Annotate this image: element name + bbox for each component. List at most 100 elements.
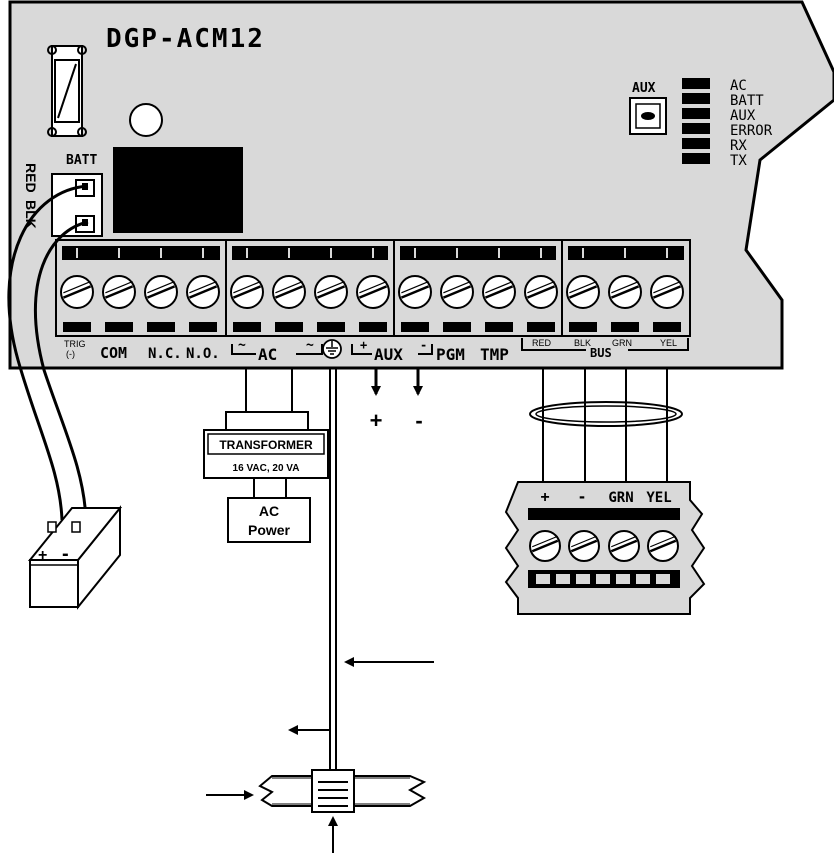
bus-conn-plus: + <box>540 489 549 506</box>
battery-minus: - <box>62 543 69 565</box>
ac-power-line2: Power <box>248 522 291 538</box>
bus-conn-grn: GRN <box>608 490 633 506</box>
battery-wire-black <box>34 220 89 521</box>
terminal-screw <box>144 275 178 309</box>
led-error <box>682 123 710 134</box>
led-rx <box>682 138 710 149</box>
bus-conn-slot <box>636 574 650 584</box>
term-bus-label: BUS <box>590 346 612 360</box>
terminal-screw <box>60 275 94 309</box>
term-aux-label: AUX <box>374 345 403 364</box>
term-pgm-label: PGM <box>436 345 465 364</box>
ac-power-line1: AC <box>259 503 279 519</box>
bus-conn-slot <box>656 574 670 584</box>
term-aux-minus: - <box>420 338 427 352</box>
led-label-batt: BATT <box>730 93 764 109</box>
terminal-screw <box>398 275 432 309</box>
terminal-screw <box>566 275 600 309</box>
ac-bracket <box>231 344 323 355</box>
terminal-slot <box>485 322 513 332</box>
ac-power-box <box>227 497 311 543</box>
bus-conn-slot <box>596 574 610 584</box>
water-pipe <box>258 769 427 813</box>
bus-conn-screw <box>647 530 679 562</box>
mounting-hole <box>129 103 163 137</box>
battery-wire-red <box>7 184 89 521</box>
aux-button[interactable] <box>629 97 667 135</box>
bus-conn-slot <box>536 574 550 584</box>
battery-plus: + <box>38 547 47 564</box>
ic-chip <box>113 147 243 233</box>
terminal-screw <box>356 275 390 309</box>
term-red-label: RED <box>532 338 552 348</box>
status-leds <box>682 78 710 164</box>
terminal-slot <box>569 322 597 332</box>
bus-conn-slot <box>616 574 630 584</box>
terminal-slot <box>443 322 471 332</box>
ground-icon <box>322 339 342 359</box>
bus-connector-screws <box>528 508 680 588</box>
terminal-block <box>561 239 691 337</box>
led-ac <box>682 78 710 89</box>
term-tmp-label: TMP <box>480 345 509 364</box>
term-nc-label: N.C. <box>148 346 182 362</box>
terminal-screw <box>650 275 684 309</box>
terminal-block <box>55 239 227 337</box>
terminal-slot <box>359 322 387 332</box>
bus-conn-screw <box>529 530 561 562</box>
terminal-screw <box>524 275 558 309</box>
term-trig-sub: (-) <box>66 349 75 359</box>
terminal-screw <box>440 275 474 309</box>
terminal-slot <box>611 322 639 332</box>
terminal-screw <box>608 275 642 309</box>
aux-button-label: AUX <box>632 81 656 96</box>
terminal-blocks <box>55 239 691 337</box>
terminal-slot <box>63 322 91 332</box>
led-label-error: ERROR <box>730 123 773 139</box>
bus-conn-screw <box>608 530 640 562</box>
terminal-screw <box>102 275 136 309</box>
term-no-label: N.O. <box>186 346 220 362</box>
bus-bracket <box>521 338 689 351</box>
term-blk-label: BLK <box>574 338 591 348</box>
bus-conn-minus: - <box>579 486 585 506</box>
terminal-slot <box>527 322 555 332</box>
aux-out-plus: + <box>370 408 383 433</box>
led-tx <box>682 153 710 164</box>
led-label-tx: TX <box>730 153 747 169</box>
term-ac-tilde-right: ~ <box>306 338 314 353</box>
twisted-pair-ring <box>529 401 683 427</box>
terminal-block <box>225 239 395 337</box>
terminal-slot <box>401 322 429 332</box>
terminal-slot <box>317 322 345 332</box>
transformer-title-box <box>207 433 325 455</box>
term-trig-label: TRIG <box>64 339 86 349</box>
terminal-slot <box>233 322 261 332</box>
led-batt <box>682 93 710 104</box>
bus-conn-top-strip <box>528 508 680 520</box>
blk-wire-label: BLK <box>23 200 39 229</box>
transformer-top <box>225 411 309 431</box>
terminal-screw <box>230 275 264 309</box>
term-com-label: COM <box>100 344 127 362</box>
batt-label: BATT <box>66 153 97 168</box>
bus-conn-screw <box>568 530 600 562</box>
fuse-icon <box>47 45 87 137</box>
term-yel-label: YEL <box>660 338 677 348</box>
twisted-pair-ring-inner <box>535 405 677 423</box>
battery <box>27 505 123 610</box>
terminal-slot <box>189 322 217 332</box>
bus-conn-slot <box>576 574 590 584</box>
aux-bracket <box>351 344 433 355</box>
terminal-screw <box>272 275 306 309</box>
transformer-rating: 16 VAC, 20 VA <box>233 463 300 474</box>
bus-conn-slot <box>556 574 570 584</box>
led-label-rx: RX <box>730 138 747 154</box>
terminal-slot <box>105 322 133 332</box>
led-aux <box>682 108 710 119</box>
terminal-slot <box>275 322 303 332</box>
transformer-title: TRANSFORMER <box>219 438 313 452</box>
term-ac-label: AC <box>258 345 277 364</box>
